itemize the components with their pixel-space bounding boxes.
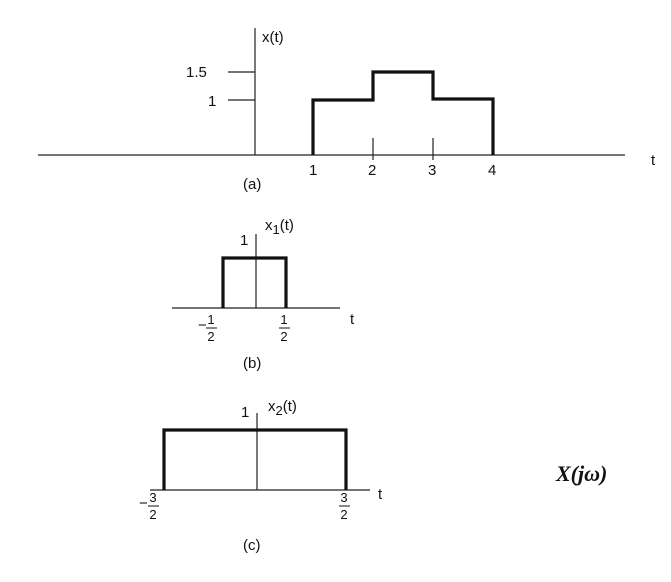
panel-c-signal-curve: [162, 428, 348, 490]
panel-a-ytick-label-1: 1: [208, 93, 216, 110]
panel-a-xtick-label-3: 3: [428, 162, 436, 179]
panel-b: 1 x1(t) t − 1 2 1 2 (b): [172, 217, 355, 372]
panel-c-right-denominator: 2: [340, 507, 347, 522]
panel-b-right-denominator: 2: [280, 329, 287, 344]
panel-c-caption: (c): [243, 537, 261, 554]
panel-c-left-numerator: 3: [149, 490, 156, 505]
panel-c-height-label: 1: [241, 404, 249, 421]
panel-a-xlabel: t: [651, 152, 656, 169]
panel-c-ylabel: x2(t): [268, 398, 297, 418]
panel-c-right-numerator: 3: [340, 490, 347, 505]
panel-b-left-denominator: 2: [207, 329, 214, 344]
panel-b-left-numerator: 1: [207, 312, 214, 327]
panel-b-left-sign: −: [198, 317, 207, 334]
panel-b-right-numerator: 1: [280, 312, 287, 327]
fourier-transform-expression: X(jω): [555, 461, 607, 486]
panel-b-signal-curve: [221, 256, 288, 308]
panel-b-xlabel: t: [350, 311, 355, 328]
panel-a-ytick-label-1-5: 1.5: [186, 64, 207, 81]
panel-b-height-label: 1: [240, 232, 248, 249]
panel-c-left-denominator: 2: [149, 507, 156, 522]
panel-c-xlabel: t: [378, 486, 383, 503]
panel-b-caption: (b): [243, 355, 261, 372]
panel-a-xtick-label-1: 1: [309, 162, 317, 179]
panel-b-ylabel: x1(t): [265, 217, 294, 237]
panel-a: x(t) 1.5 1 1 2 3 4 t (a): [38, 28, 656, 193]
panel-a-xtick-label-4: 4: [488, 162, 496, 179]
panel-a-signal-curve: [311, 70, 495, 155]
panel-c: 1 x2(t) t − 3 2 3 2 (c): [139, 398, 383, 554]
panel-a-xtick-label-2: 2: [368, 162, 376, 179]
panel-c-left-sign: −: [139, 495, 148, 512]
panel-a-ylabel: x(t): [262, 29, 284, 46]
panel-a-caption: (a): [243, 176, 261, 193]
